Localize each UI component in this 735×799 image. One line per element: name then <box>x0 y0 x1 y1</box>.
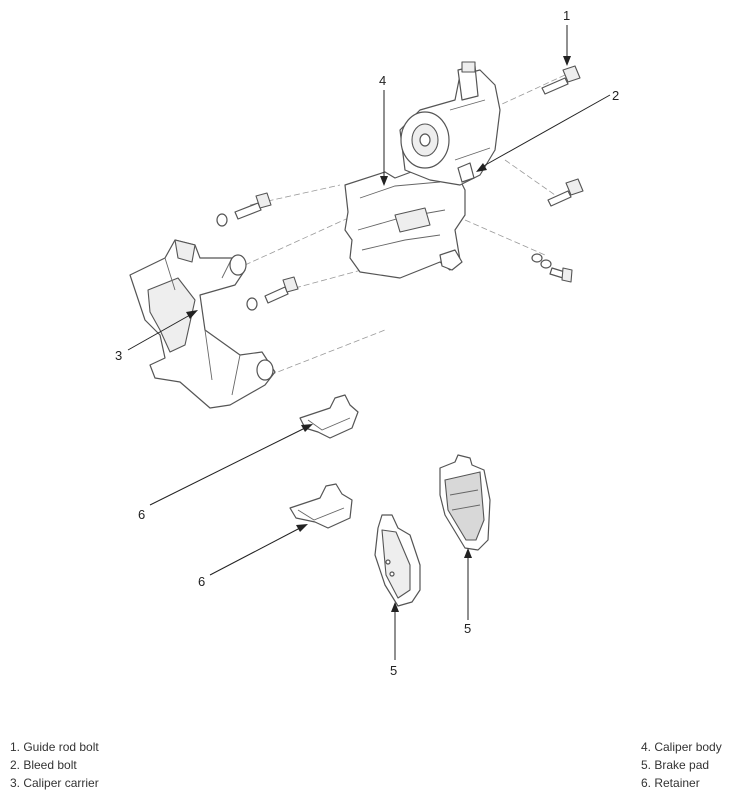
legend-right: 4. Caliper body 5. Brake pad 6. Retainer <box>641 738 722 792</box>
callout-2: 2 <box>612 88 619 103</box>
legend-item-guide-rod-bolt: 1. Guide rod bolt <box>10 740 99 754</box>
guide-rod-bolt-left-lower <box>246 276 299 311</box>
guide-rod-bolt-1 <box>541 65 581 95</box>
brake-pad-front <box>374 514 421 607</box>
callout-1: 1 <box>563 8 570 23</box>
callout-3: 3 <box>115 348 122 363</box>
guide-rod-bolt-left-upper <box>216 192 272 227</box>
brake-pad-rear <box>439 454 491 551</box>
retainer-upper <box>299 394 359 439</box>
caliper-mounting-bolt <box>547 178 584 207</box>
legend-item-bleed-bolt: 2. Bleed bolt <box>10 758 77 772</box>
caliper-body <box>344 61 501 279</box>
callout-5-front-pad: 5 <box>390 663 397 678</box>
legend-item-retainer: 6. Retainer <box>641 776 700 790</box>
callout-5-rear-pad: 5 <box>464 621 471 636</box>
retainer-lower <box>289 483 353 529</box>
callout-4: 4 <box>379 73 386 88</box>
callout-6-upper: 6 <box>138 507 145 522</box>
legend-item-caliper-carrier: 3. Caliper carrier <box>10 776 99 790</box>
legend-item-brake-pad: 5. Brake pad <box>641 758 710 772</box>
legend-item-caliper-body: 4. Caliper body <box>641 740 722 754</box>
caliper-carrier <box>129 239 276 409</box>
callout-6-lower: 6 <box>198 574 205 589</box>
leader-lines <box>127 25 611 660</box>
rear-brake-caliper-exploded-view: 1 2 3 4 5 5 6 6 <box>115 8 619 678</box>
legend-left: 1. Guide rod bolt 2. Bleed bolt 3. Calip… <box>10 738 99 792</box>
bleed-cap-and-washers <box>531 253 573 283</box>
